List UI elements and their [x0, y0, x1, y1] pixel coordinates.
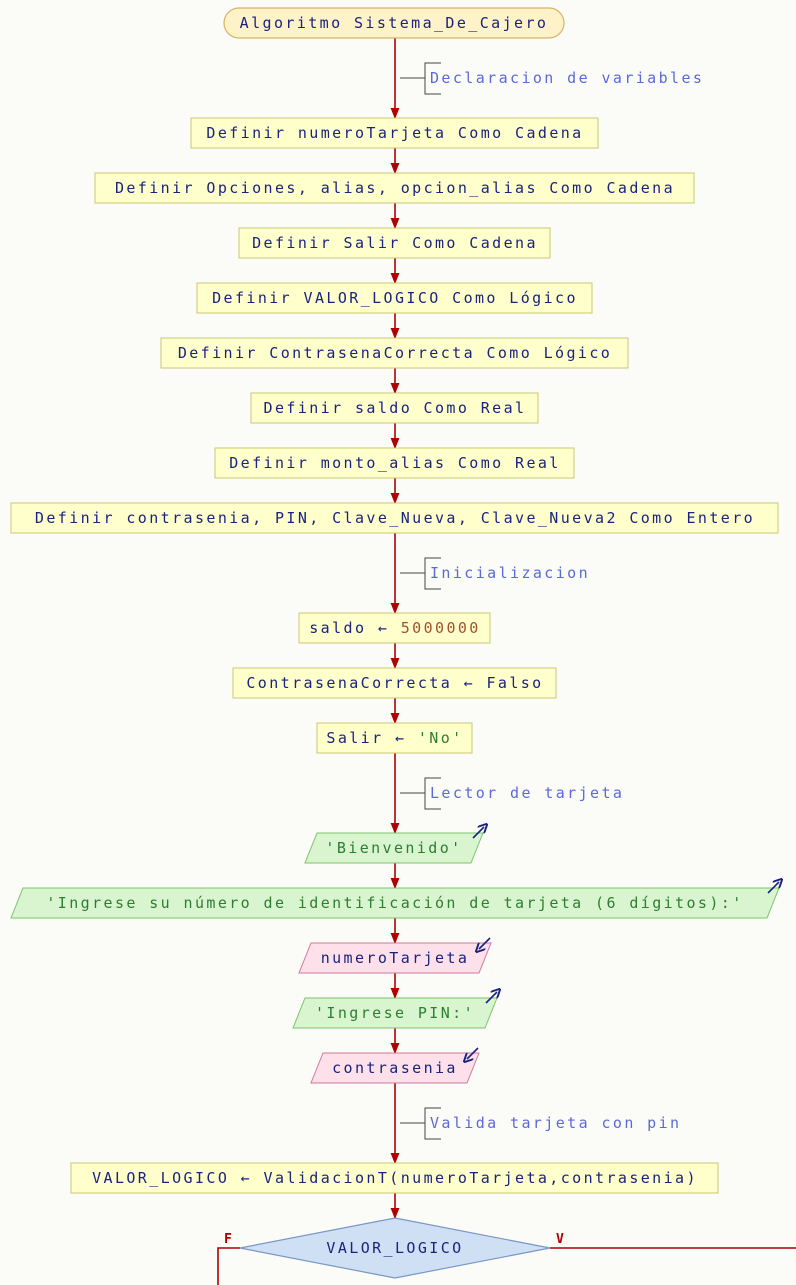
assignment-text: Salir ← 'No': [326, 729, 463, 747]
input-arrow-icon: [479, 937, 491, 949]
start-label: Algoritmo Sistema_De_Cajero: [240, 14, 549, 32]
process-box: [94, 172, 695, 204]
input-card-number: numeroTarjeta: [298, 937, 492, 974]
process-box: [316, 722, 473, 754]
definitions-block: Definir numeroTarjeta Como Cadena Defini…: [10, 117, 779, 534]
output-arrow-icon: [767, 882, 779, 894]
comment-initialization: Inicializacion: [430, 564, 590, 582]
output-shape: [10, 887, 780, 919]
assignment-text: saldo ← 5000000: [309, 619, 480, 637]
output-ask-pin: 'Ingrese PIN:': [292, 992, 498, 1029]
connector-lines: [217, 38, 796, 1285]
comment-validate: Valida tarjeta con pin: [430, 1114, 681, 1132]
definition-text: Definir numeroTarjeta Como Cadena: [206, 124, 583, 142]
input-text: numeroTarjeta: [321, 949, 470, 967]
process-box: [196, 282, 593, 314]
output-arrow-icon: [485, 992, 497, 1004]
comment-brackets: [400, 62, 441, 1140]
input-arrow-icon: [467, 1047, 479, 1059]
process-box: [298, 612, 491, 644]
output-shape: [304, 832, 484, 864]
output-ask-card: 'Ingrese su número de identificación de …: [10, 882, 780, 919]
definition-text: Definir ContrasenaCorrecta Como Lógico: [178, 344, 612, 362]
decision-false-label: F: [224, 1232, 232, 1247]
process-box: [70, 1162, 719, 1194]
assignment-contrasena: ContrasenaCorrecta ← Falso: [232, 667, 557, 699]
decision-condition: VALOR_LOGICO: [326, 1239, 463, 1257]
decision-shape: [239, 1217, 551, 1279]
process-box: [232, 667, 557, 699]
comment-card-reader: Lector de tarjeta: [430, 784, 624, 802]
output-text: 'Bienvenido': [325, 839, 462, 857]
definition-text: Definir contrasenia, PIN, Clave_Nueva, C…: [35, 509, 755, 527]
definition-text: Definir monto_alias Como Real: [229, 454, 561, 472]
output-arrow-icon: [472, 827, 484, 839]
definition-text: Definir Salir Como Cadena: [252, 234, 538, 252]
output-text: 'Ingrese PIN:': [315, 1004, 475, 1022]
output-shape: [292, 997, 498, 1029]
comment-declarations: Declaracion de variables: [430, 69, 704, 87]
decision-true-label: V: [556, 1232, 564, 1247]
assignment-text: ContrasenaCorrecta ← Falso: [246, 674, 543, 692]
input-shape: [310, 1052, 480, 1084]
assignment-salir: Salir ← 'No': [316, 722, 473, 754]
definition-text: Definir Opciones, alias, opcion_alias Co…: [115, 179, 675, 197]
input-text: contrasenia: [332, 1059, 458, 1077]
validation-assignment: VALOR_LOGICO ← ValidacionT(numeroTarjeta…: [70, 1162, 719, 1194]
start-shape: [223, 7, 565, 39]
process-box: [190, 117, 599, 149]
definition-text: Definir saldo Como Real: [264, 399, 527, 417]
start-terminal: Algoritmo Sistema_De_Cajero: [223, 7, 565, 39]
process-box: [250, 392, 539, 424]
assignment-saldo: saldo ← 5000000: [298, 612, 491, 644]
output-welcome: 'Bienvenido': [304, 827, 484, 864]
process-box: [214, 447, 575, 479]
process-box: [238, 227, 551, 259]
decision: VALOR_LOGICO F V: [224, 1217, 564, 1279]
validation-text: VALOR_LOGICO ← ValidacionT(numeroTarjeta…: [92, 1169, 698, 1187]
process-box: [10, 502, 779, 534]
input-shape: [298, 942, 492, 974]
input-pin: contrasenia: [310, 1047, 480, 1084]
output-text: 'Ingrese su número de identificación de …: [46, 894, 743, 912]
process-box: [160, 337, 629, 369]
definition-text: Definir VALOR_LOGICO Como Lógico: [212, 289, 578, 307]
